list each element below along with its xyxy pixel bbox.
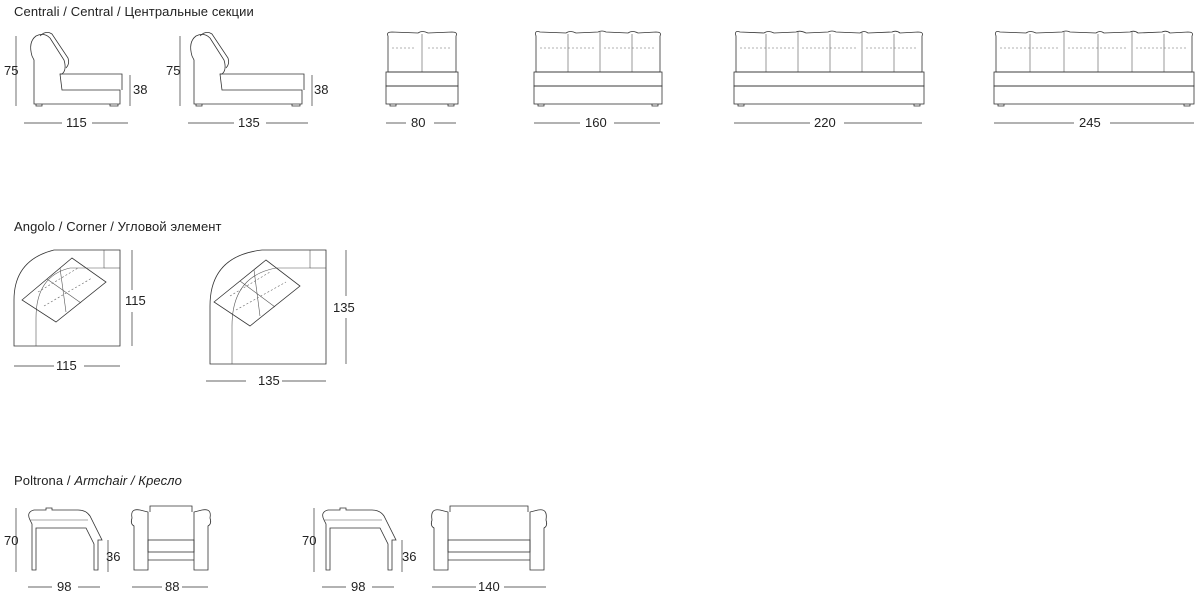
- armchair-b-front: [430, 505, 548, 588]
- section-title-corner: Angolo / Corner / Угловой элемент: [14, 219, 222, 234]
- armchair-b-side-profile: [313, 507, 403, 588]
- central-front-160: [533, 30, 663, 124]
- section-title-armchair: Poltrona / Armchair / Кресло: [14, 473, 182, 488]
- dim-width-80-module: 80: [411, 115, 425, 130]
- dim-height-armchair-b: 70: [302, 533, 316, 548]
- dim-height-135-module: 75: [166, 63, 180, 78]
- dim-width-corner-135: 135: [258, 373, 280, 388]
- armchair-title-plain: Poltrona /: [14, 473, 75, 488]
- armchair-a-front: [130, 505, 212, 588]
- dim-height-115-module: 75: [4, 63, 18, 78]
- dim-width-220-module: 220: [814, 115, 836, 130]
- dim-width-corner-115: 115: [56, 358, 77, 373]
- dim-depth-corner-115: 115: [125, 293, 146, 308]
- dim-width-armchair-b: 140: [478, 579, 500, 594]
- central-front-80: [385, 31, 459, 124]
- corner-plan-115: [13, 249, 133, 367]
- central-front-245: [993, 30, 1195, 124]
- dim-height-armchair-a: 70: [4, 533, 18, 548]
- corner-plan-135: [206, 249, 347, 382]
- central-side-profile-115: [15, 32, 131, 124]
- central-side-profile-135: [179, 32, 313, 124]
- armchair-title-italic: Armchair / Кресло: [74, 473, 182, 488]
- dim-seat-135-module: 38: [314, 82, 328, 97]
- dim-depth-armchair-b: 98: [351, 579, 365, 594]
- dim-seat-armchair-b: 36: [402, 549, 416, 564]
- dim-depth-corner-135: 135: [333, 300, 355, 315]
- dim-depth-armchair-a: 98: [57, 579, 71, 594]
- dim-width-245-module: 245: [1079, 115, 1101, 130]
- dim-seat-armchair-a: 36: [106, 549, 120, 564]
- dim-width-160-module: 160: [585, 115, 607, 130]
- dim-seat-115-module: 38: [133, 82, 147, 97]
- dim-depth-115-module: 115: [66, 115, 87, 130]
- dim-depth-135-module: 135: [238, 115, 260, 130]
- section-title-central: Centrali / Central / Центральные секции: [14, 4, 254, 19]
- armchair-a-side-profile: [15, 507, 109, 588]
- dim-width-armchair-a: 88: [165, 579, 179, 594]
- central-front-220: [733, 30, 925, 124]
